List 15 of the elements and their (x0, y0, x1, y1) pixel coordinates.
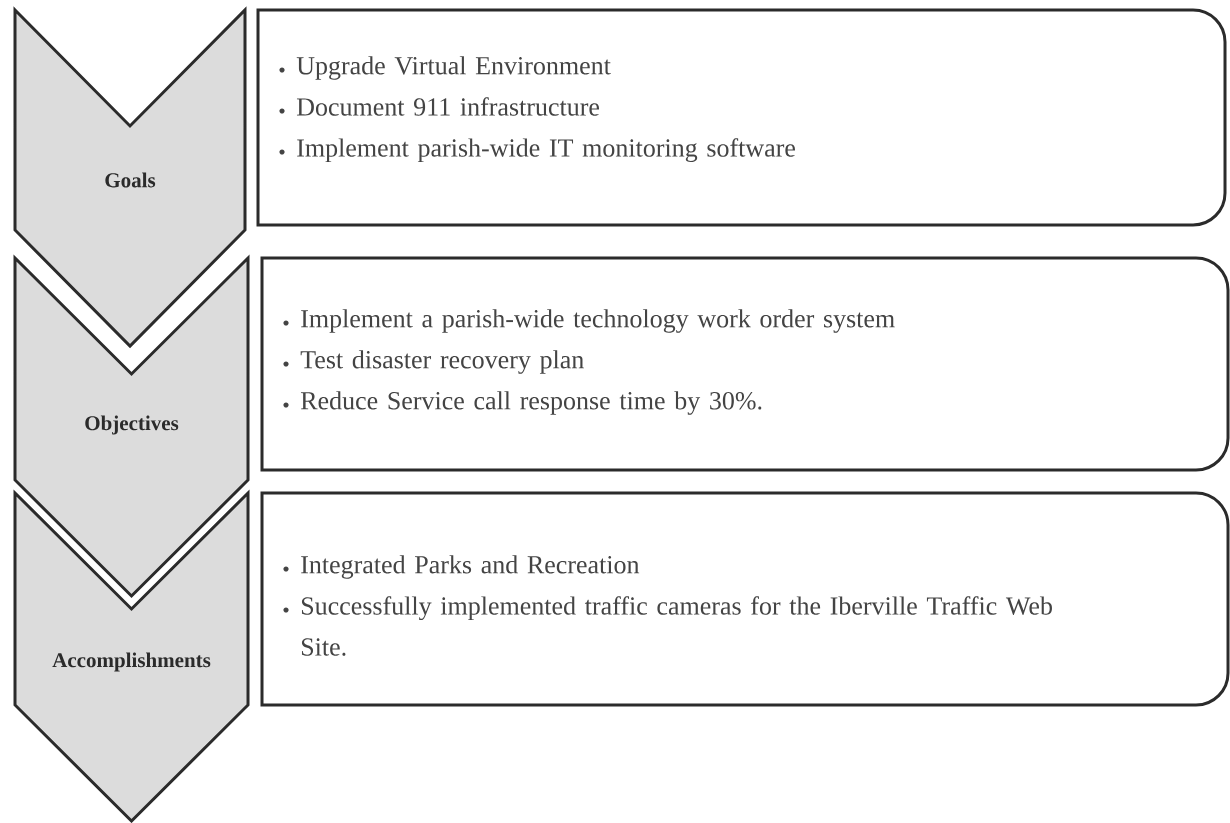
bullet-text: Integrated Parks and Recreation (301, 555, 640, 579)
list-box (256, 8, 1227, 227)
bullet-text: Reduce Service call response time by 30%. (300, 391, 762, 415)
node-label: Accomplishments (52, 652, 211, 672)
bullet-text: Document 911 infrastructure (296, 97, 600, 116)
stage-band: Objectives (13, 254, 250, 599)
bullet-text: Successfully implemented traffic cameras for the Iberville Traffic Web Site. (301, 596, 1052, 656)
bullet-text: Upgrade Virtual Environment (296, 56, 611, 80)
stage-band: Accomplishments (13, 489, 250, 823)
list-box (260, 256, 1230, 472)
bullet-text: Implement parish-wide IT monitoring software (297, 138, 795, 163)
stage-band: Goals (13, 6, 247, 349)
bullet-text: Test disaster recovery plan (300, 350, 584, 374)
bullet-text: Implement a parish-wide technology work order system (301, 309, 895, 333)
list-box (260, 491, 1230, 707)
